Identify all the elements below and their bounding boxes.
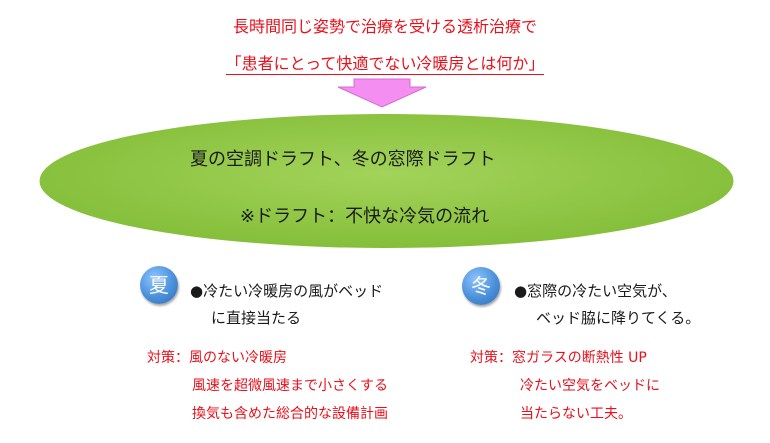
summer-measure-1: 対策：風のない冷暖房 xyxy=(147,350,287,366)
summer-note-line-2: に直接当たる xyxy=(211,309,302,327)
winter-measure-1: 対策：窓ガラスの断熱性 UP xyxy=(470,350,647,366)
winter-measures-label: 対策： xyxy=(470,350,512,366)
draft-heading: 夏の空調ドラフト、冬の窓際ドラフト xyxy=(190,149,496,170)
winter-note: ●窓際の冷たい空気が、 ベッド脇に降りてくる。 xyxy=(514,278,700,332)
winter-measures: 対策：窓ガラスの断熱性 UP 冷たい空気をベッドに 当たらない工夫。 xyxy=(470,344,660,428)
draft-definition: ※ドラフト：不快な冷気の流れ xyxy=(240,206,490,227)
intro-line-2: 「患者にとって快適でない冷暖房とは何か」 xyxy=(0,50,770,75)
winter-note-line-2: ベッド脇に降りてくる。 xyxy=(536,309,701,327)
draft-ellipse xyxy=(39,114,734,248)
summer-badge: 夏 xyxy=(140,266,178,304)
winter-badge: 冬 xyxy=(462,267,500,305)
summer-measure-2: 風速を超微風速まで小さくする xyxy=(192,378,388,394)
summer-measures: 対策：風のない冷暖房 風速を超微風速まで小さくする 換気も含めた総合的な設備計画 xyxy=(147,344,388,428)
summer-measure-3: 換気も含めた総合的な設備計画 xyxy=(192,406,388,422)
summer-note-line-1: ●冷たい冷暖房の風がベッド xyxy=(190,282,384,300)
winter-measure-2: 冷たい空気をベッドに xyxy=(520,378,660,394)
winter-note-line-1: ●窓際の冷たい空気が、 xyxy=(514,282,677,300)
summer-measures-label: 対策： xyxy=(147,350,189,366)
winter-measure-3: 当たらない工夫。 xyxy=(520,406,632,422)
down-arrow-icon xyxy=(337,78,427,108)
intro-line-1: 長時間同じ姿勢で治療を受ける透析治療で xyxy=(232,17,537,36)
intro-question: 「患者にとって快適でない冷暖房とは何か」 xyxy=(225,54,545,75)
summer-note: ●冷たい冷暖房の風がベッド に直接当たる xyxy=(190,278,383,332)
